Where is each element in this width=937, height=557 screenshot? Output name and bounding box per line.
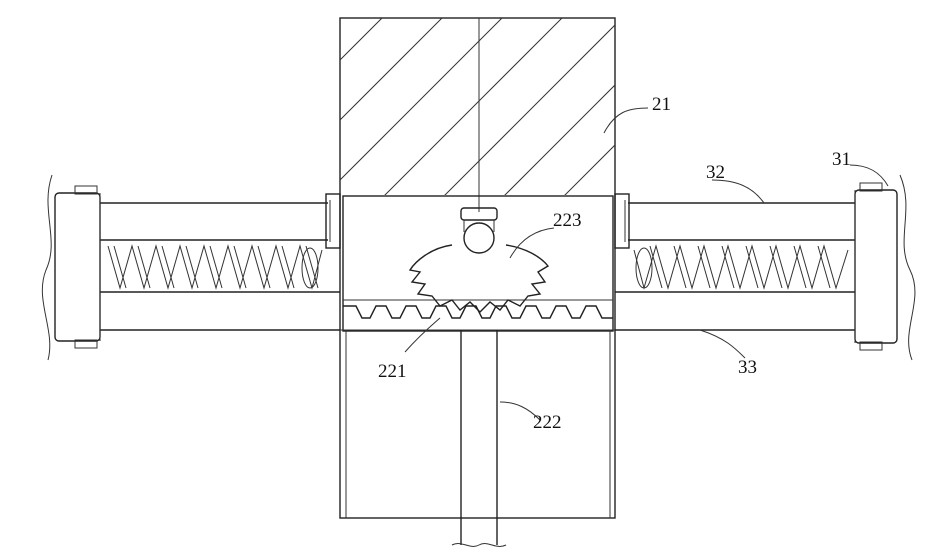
housing-block — [340, 18, 802, 518]
right-rail-assembly — [615, 175, 915, 360]
shaft — [452, 330, 506, 546]
leader-lines — [405, 108, 888, 420]
gear — [410, 208, 548, 312]
label-shaft: 222 — [533, 412, 562, 433]
housing-hatching — [340, 18, 802, 230]
left-spring — [108, 246, 322, 288]
gear-hub — [464, 223, 494, 253]
left-end-cap — [42, 175, 100, 360]
label-housing: 21 — [652, 94, 671, 115]
label-lower-rail: 33 — [738, 357, 757, 378]
left-rail-assembly — [42, 175, 340, 360]
left-collar — [326, 194, 340, 248]
right-collar — [615, 194, 629, 248]
label-gear: 223 — [553, 210, 582, 231]
right-end-cap — [855, 175, 915, 360]
label-upper-rail: 32 — [706, 162, 725, 183]
label-rack: 221 — [378, 361, 407, 382]
rack — [343, 300, 613, 318]
right-spring — [634, 246, 848, 288]
label-end-cap: 31 — [832, 149, 851, 170]
